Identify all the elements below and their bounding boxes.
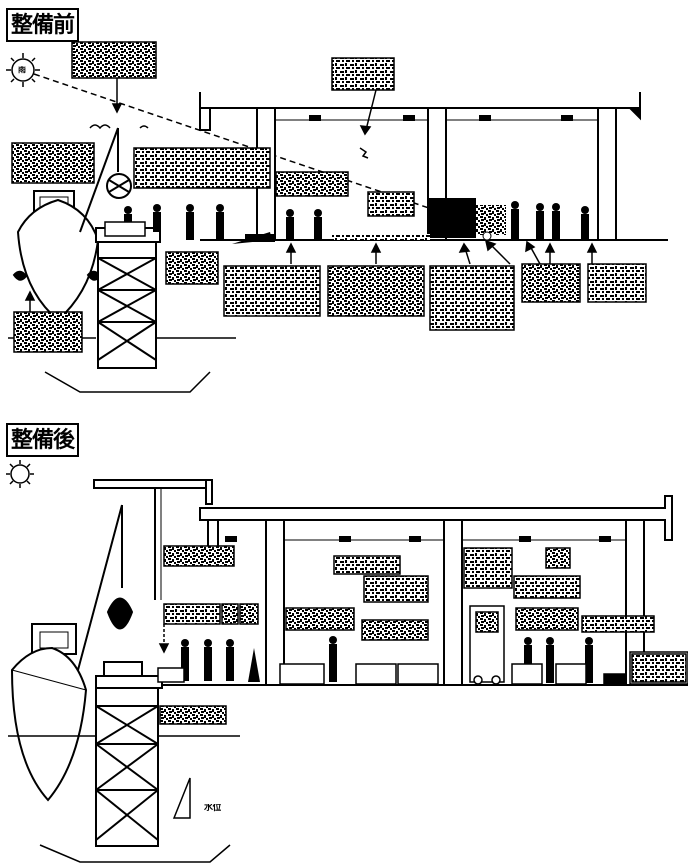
annotation-arrows-after [160, 624, 168, 652]
sun-label-before: 雨 [18, 66, 26, 74]
fishing-boat-after [12, 624, 86, 800]
workers-before [105, 198, 589, 244]
quay-tower-after [96, 662, 162, 846]
quay-tower-before [96, 228, 160, 368]
annotation-boxes-after [160, 546, 654, 724]
crane-after [78, 505, 132, 670]
water-level-label: 水位 [204, 804, 221, 812]
sun-icon-after [6, 460, 34, 488]
